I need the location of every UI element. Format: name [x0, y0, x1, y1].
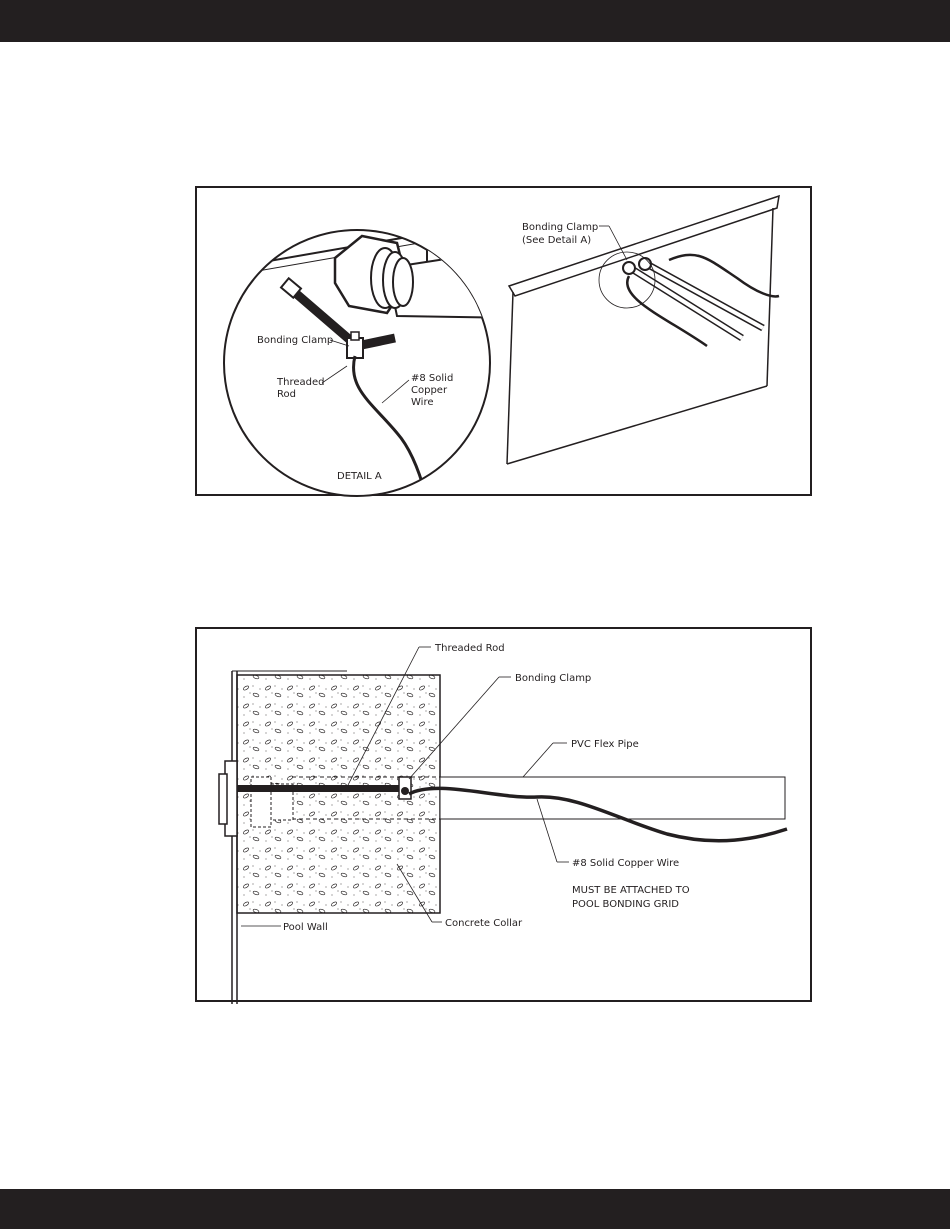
label-pool-wall: Pool Wall: [283, 922, 328, 933]
section-drawing: Threaded Rod Bonding Clamp PVC Flex Pipe…: [197, 629, 814, 1004]
overview-label-line2: (See Detail A): [522, 235, 591, 246]
label-wire-line3: Wire: [411, 397, 434, 408]
label-copper-wire: #8 Solid Copper Wire: [572, 858, 679, 869]
pool-wall-top-lip: [509, 196, 779, 296]
note-line1: MUST BE ATTACHED TO: [572, 885, 690, 896]
label-bonding-clamp: Bonding Clamp: [515, 673, 591, 684]
bonding-clamp: [347, 338, 363, 358]
detail-a-caption: DETAIL A: [337, 471, 382, 482]
label-threaded-line1: Threaded: [276, 377, 324, 388]
label-concrete-collar: Concrete Collar: [445, 918, 523, 929]
header-bar: [0, 0, 950, 42]
label-bonding-clamp: Bonding Clamp: [257, 335, 333, 346]
section-figure: Threaded Rod Bonding Clamp PVC Flex Pipe…: [195, 627, 812, 1002]
label-pvc-flex-pipe: PVC Flex Pipe: [571, 739, 639, 750]
overview-label-line1: Bonding Clamp: [522, 222, 598, 233]
detail-a-figure: Bonding Clamp Threaded Rod #8 Solid Copp…: [195, 186, 812, 496]
label-threaded-rod: Threaded Rod: [434, 643, 505, 654]
label-threaded-line2: Rod: [277, 389, 296, 400]
label-wire-line2: Copper: [411, 385, 448, 396]
threaded-rod: [237, 785, 407, 792]
detail-a-drawing: Bonding Clamp Threaded Rod #8 Solid Copp…: [197, 188, 814, 498]
note-line2: POOL BONDING GRID: [572, 899, 679, 910]
footer-bar: [0, 1189, 950, 1229]
label-wire-line1: #8 Solid: [411, 373, 453, 384]
